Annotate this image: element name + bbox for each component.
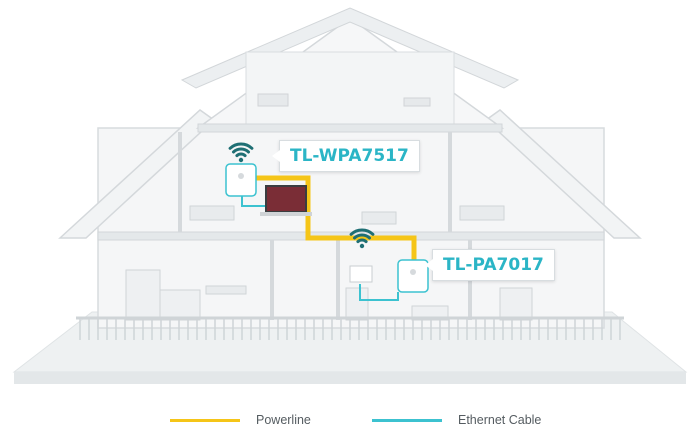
legend-label-ethernet: Ethernet Cable <box>458 413 541 427</box>
ground-edge <box>14 372 686 384</box>
ethernet-swatch <box>372 419 442 422</box>
balcony-railing <box>80 318 620 340</box>
powerline-adapter-icon <box>226 164 256 196</box>
device-label-pa: TL-PA7017 <box>432 249 555 281</box>
legend-item-powerline: Powerline <box>170 412 311 428</box>
legend-item-ethernet: Ethernet Cable <box>372 412 541 428</box>
kitchen-counter <box>160 290 200 320</box>
attic-bed <box>258 94 288 106</box>
desk-lower <box>206 286 246 294</box>
powerline-swatch <box>170 419 240 422</box>
router-device <box>350 266 372 282</box>
attic-desk <box>404 98 430 106</box>
sofa <box>362 212 396 224</box>
wifi-dot <box>239 158 243 162</box>
legend-label-powerline: Powerline <box>256 413 311 427</box>
bed-right <box>460 206 504 220</box>
fridge <box>126 270 160 320</box>
powerline-adapter-icon <box>398 260 428 292</box>
shelf <box>346 288 368 320</box>
device-label-wpa: TL-WPA7517 <box>279 140 420 172</box>
bed-left <box>190 206 234 220</box>
laptop-icon <box>260 186 312 216</box>
attic-floor-slab <box>198 124 502 132</box>
dresser <box>500 288 532 320</box>
wifi-dot <box>360 244 364 248</box>
attic-room <box>246 52 454 128</box>
